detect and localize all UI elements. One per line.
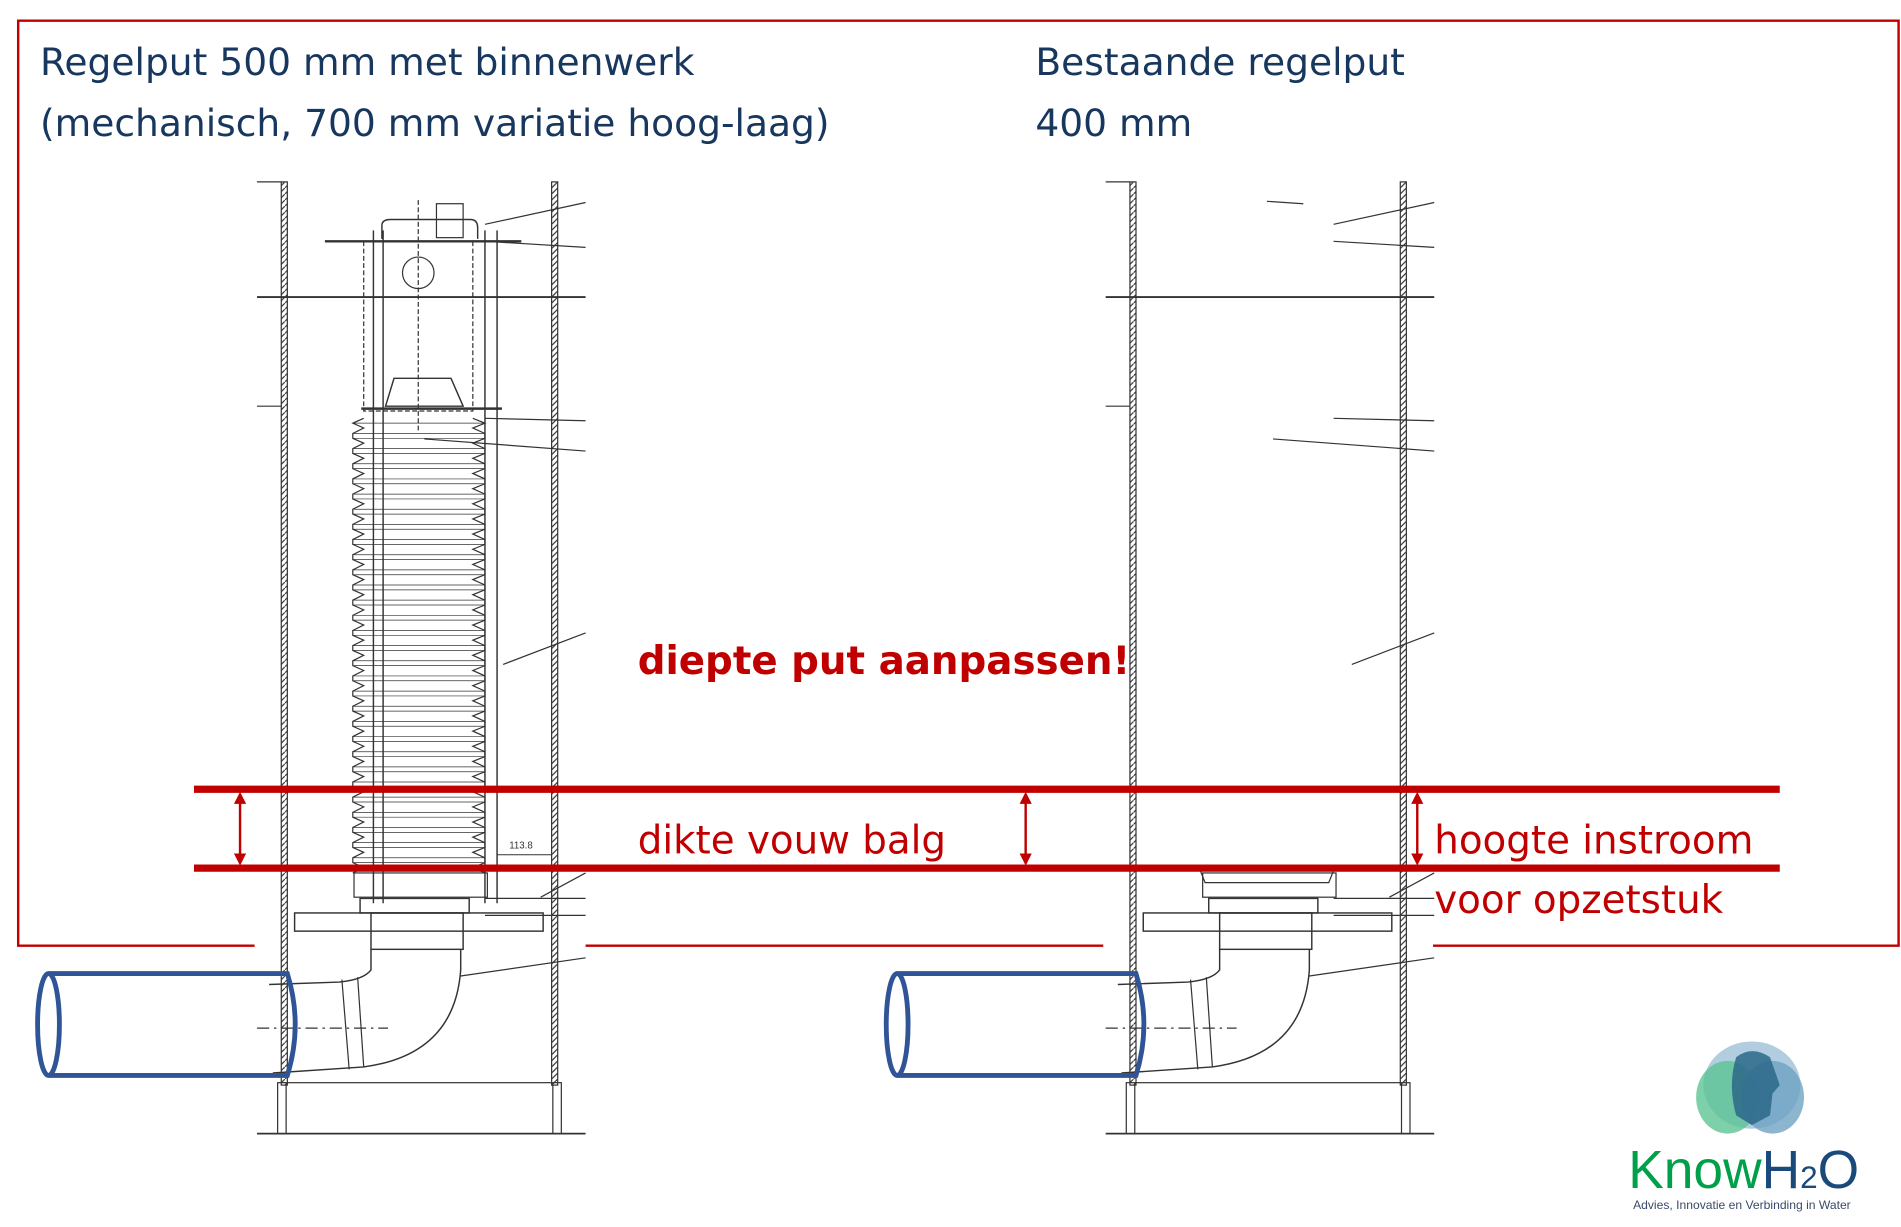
drawing-line <box>540 872 586 898</box>
drawing-line <box>1189 979 1199 1070</box>
manhole-wall <box>1399 181 1407 1086</box>
manhole-base <box>1125 1082 1411 1135</box>
bellows-drawing <box>351 230 552 904</box>
drawing-line <box>460 957 586 977</box>
dimension-label: 113.8 <box>509 841 533 852</box>
flange-plate <box>1208 897 1319 914</box>
elbow-pipe <box>269 949 462 1074</box>
manhole-base <box>277 1082 562 1135</box>
drawing-line <box>357 977 365 1067</box>
bellows-cap <box>384 377 465 407</box>
drawing-line <box>1333 201 1435 225</box>
drawing-line <box>484 417 586 422</box>
manhole-wall <box>280 181 288 1086</box>
drawing-line <box>1266 200 1304 205</box>
elbow-pipe <box>1117 949 1311 1074</box>
actuator-frame <box>381 218 479 239</box>
drawing-line <box>1309 957 1435 977</box>
logo-wordmark: KnowH2O <box>1628 1141 1859 1200</box>
red-frame <box>16 19 1900 947</box>
bellows-base <box>1202 872 1337 898</box>
left-manhole-drawing <box>35 181 586 1135</box>
drawing-line <box>341 979 350 1070</box>
actuator-box <box>435 203 464 239</box>
fold-annotation: dikte vouw balg <box>638 819 946 864</box>
right-title-line1: Bestaande regelput <box>1035 40 1405 84</box>
inlet-pipe-end <box>35 971 62 1078</box>
manhole-wall <box>1129 181 1137 1086</box>
right-manhole-drawing <box>883 181 1435 1135</box>
inlet-pipe <box>897 971 1147 1078</box>
logo-tagline: Advies, Innovatie en Verbinding in Water <box>1633 1198 1851 1212</box>
drawing-line <box>1333 240 1435 248</box>
drawing-line <box>424 438 586 452</box>
drawing-line <box>502 632 586 665</box>
coupling <box>1218 912 1313 951</box>
drawing-line <box>1272 438 1435 452</box>
inflow-annotation-line1: hoogte instroom <box>1434 819 1753 864</box>
drawing-line <box>1389 872 1435 898</box>
coupling <box>370 912 464 951</box>
flange-plate <box>359 897 470 914</box>
manhole-wall <box>551 181 559 1086</box>
knowh2o-logo: KnowH2O Advies, Innovatie en Verbinding … <box>1628 1041 1859 1212</box>
drawing-line <box>1333 417 1435 422</box>
inlet-pipe-end <box>883 971 911 1078</box>
inlet-pipe <box>48 971 298 1078</box>
right-title-line2: 400 mm <box>1035 101 1192 145</box>
drawing-line <box>1205 977 1213 1067</box>
left-title-line2: (mechanisch, 700 mm variatie hoog-laag) <box>40 101 830 145</box>
left-title-line1: Regelput 500 mm met binnenwerk <box>40 40 695 84</box>
depth-annotation: diepte put aanpassen! <box>638 639 1131 684</box>
drawing-line <box>1351 632 1435 665</box>
inflow-annotation-line2: voor opzetstuk <box>1434 878 1723 923</box>
red-level-lines <box>193 785 1780 872</box>
drawing-line <box>484 201 586 225</box>
